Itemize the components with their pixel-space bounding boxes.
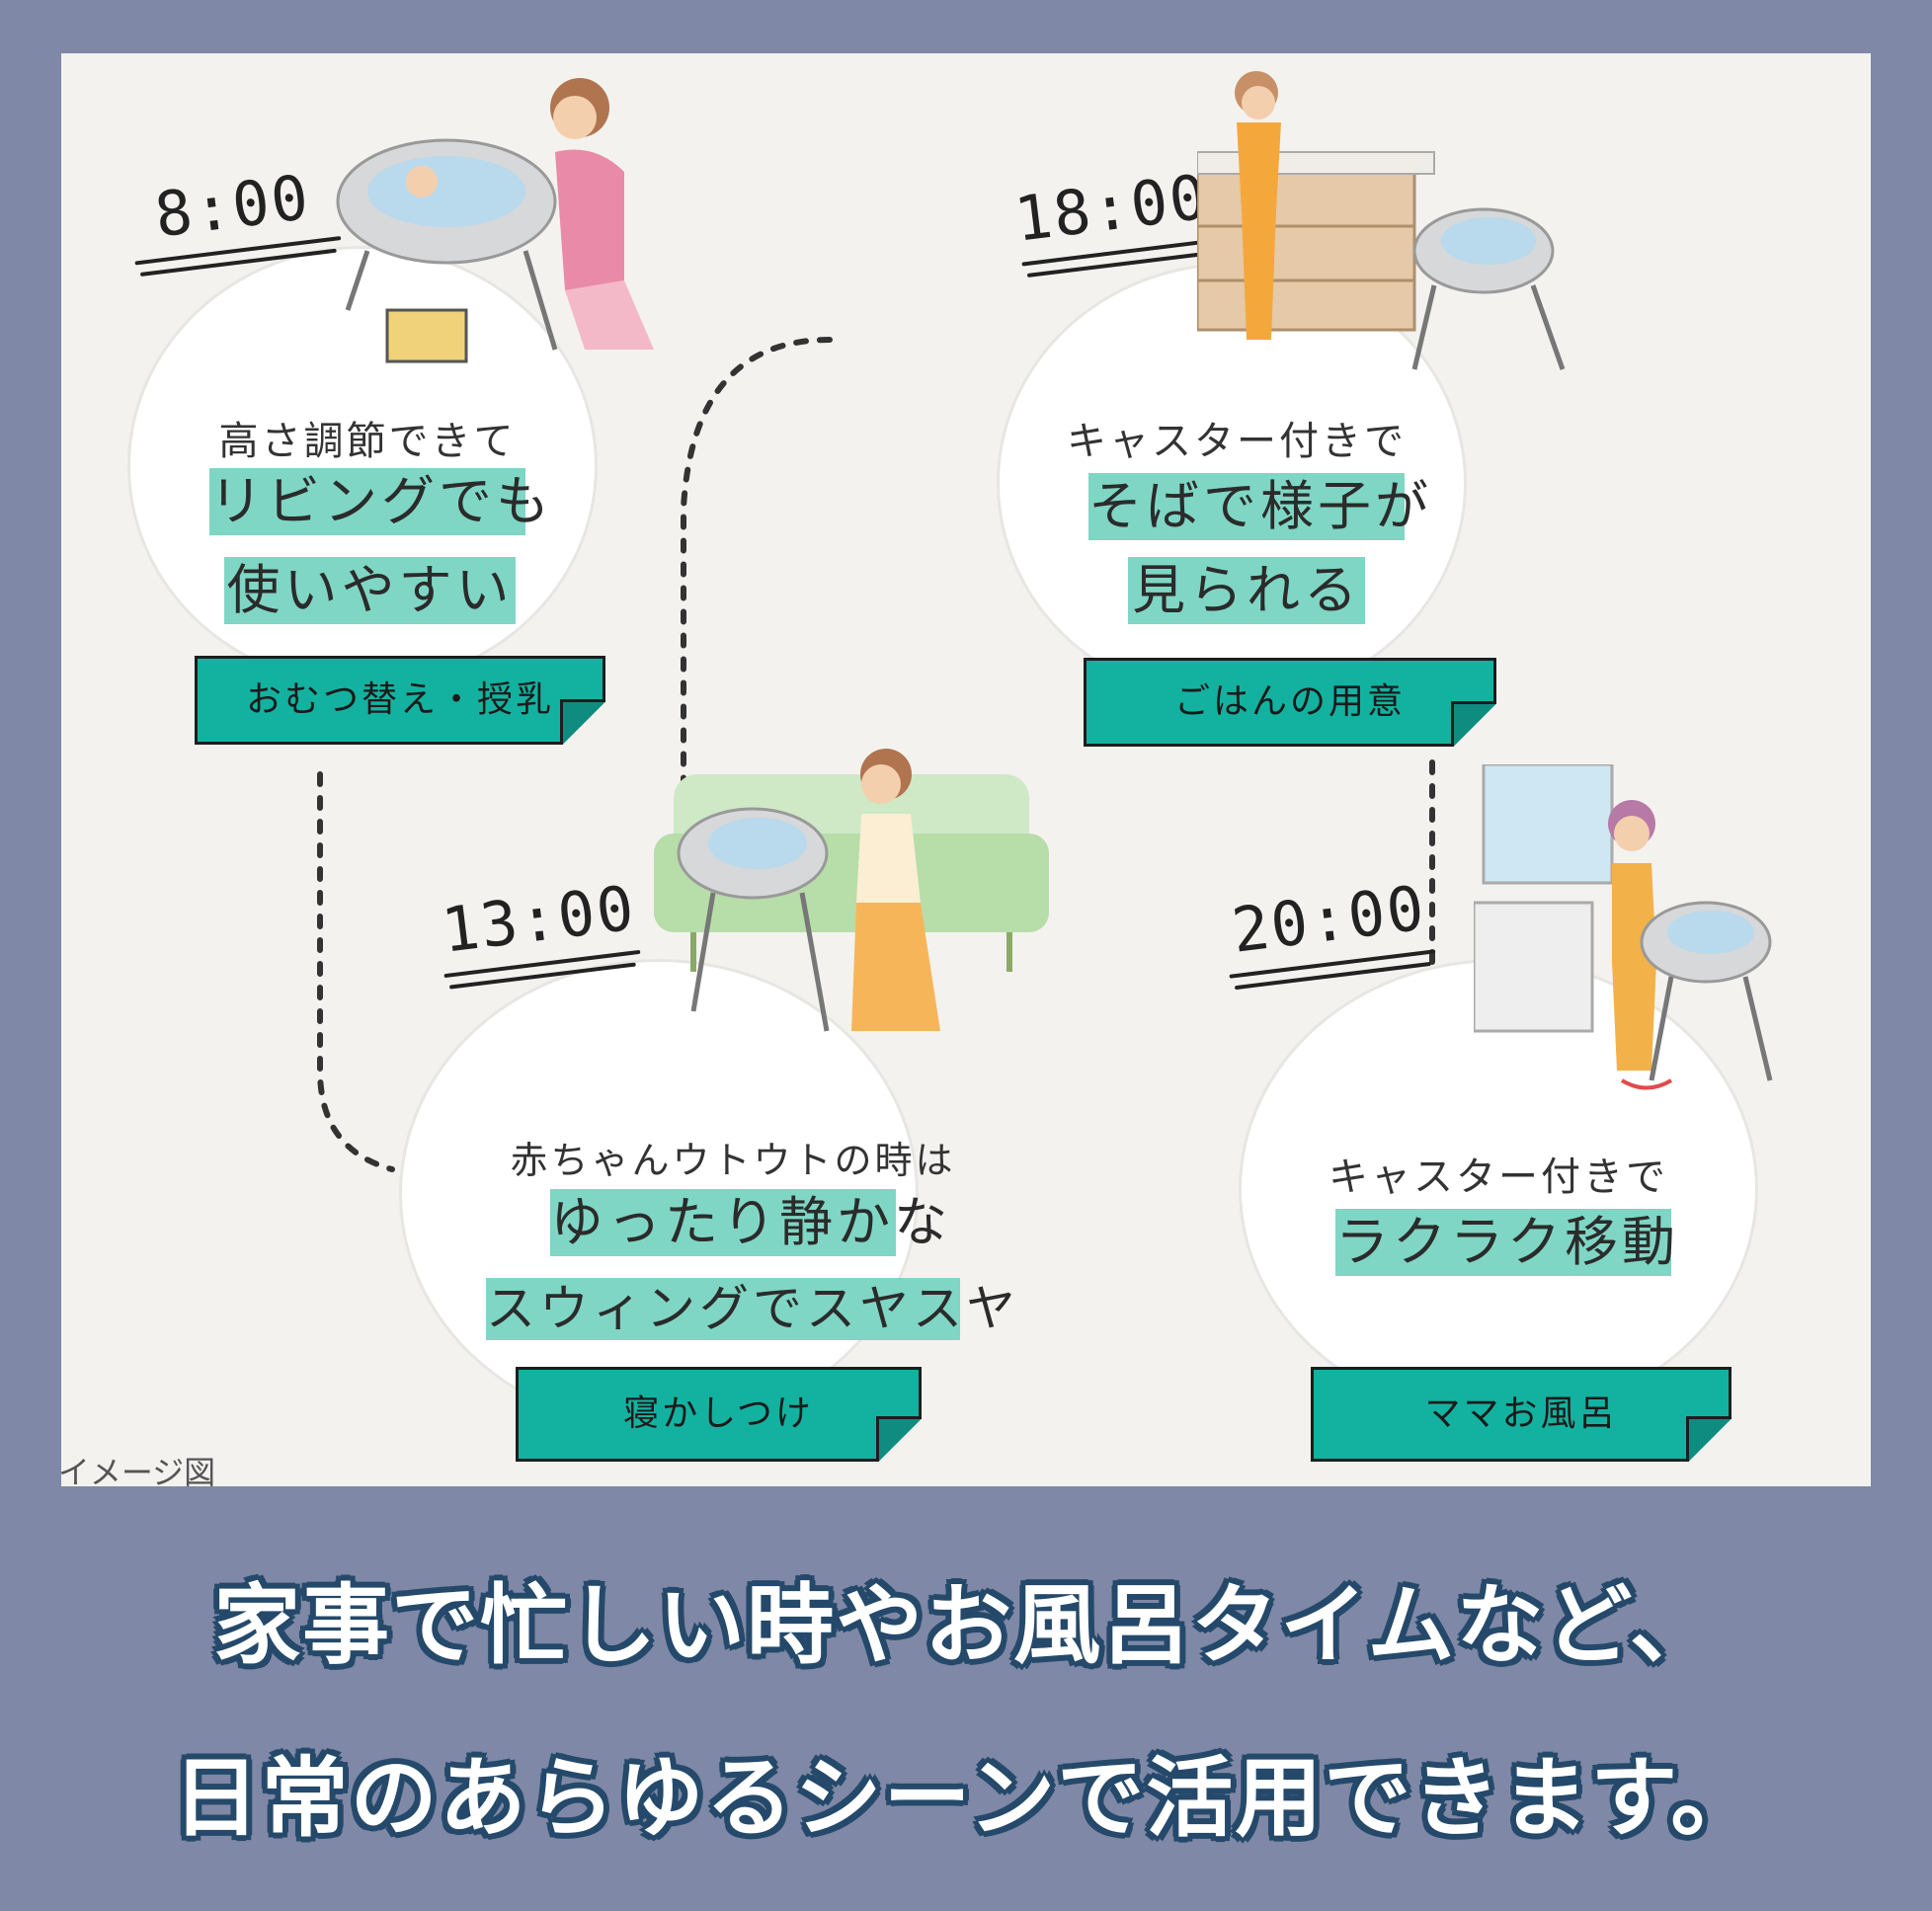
scene-2-highlight-1: そばで様子が — [1088, 473, 1428, 540]
folded-corner-icon — [876, 1416, 922, 1462]
caption-line-1: 家事で忙しい時やお風呂タイムなど、 — [213, 1574, 1719, 1676]
mother-diaper-change-illustration — [336, 78, 654, 363]
scene-1-tag-label: おむつ替え・授乳 — [245, 679, 554, 720]
mother-bathroom-illustration — [1474, 764, 1773, 1090]
scene-3-highlight-1: ゆったり静かな — [550, 1189, 947, 1256]
scene-2-lead: キャスター付きで — [1067, 419, 1407, 464]
scene-2-tag-label: ごはんの用意 — [1173, 681, 1406, 722]
scene-1-highlight-1: リビングでも — [209, 468, 549, 535]
scene-4-highlight-1: ラクラク移動 — [1335, 1209, 1675, 1276]
timeline-connectors — [317, 337, 1435, 1172]
folded-corner-icon — [560, 699, 605, 745]
scene-2-highlight-2: 見られる — [1128, 557, 1365, 624]
scene-4-tag-label: ママお風呂 — [1424, 1393, 1618, 1434]
scene-3-tag: 寝かしつけ — [516, 1367, 922, 1462]
scene-4-tag: ママお風呂 — [1311, 1367, 1731, 1462]
image-note: ※イメージ図 — [61, 1454, 216, 1486]
scene-3-tag-label: 寝かしつけ — [623, 1393, 814, 1434]
mother-cooking-illustration — [1197, 71, 1566, 370]
folded-corner-icon — [1686, 1416, 1731, 1462]
scene-3-lead: 赤ちゃんウトウトの時は — [510, 1139, 956, 1182]
folded-corner-icon — [1451, 701, 1496, 747]
scene-2-tag: ごはんの用意 — [1084, 658, 1496, 747]
scene-4-lead: キャスター付きで — [1328, 1155, 1668, 1200]
infographic-panel: 8:00 高さ調節できて リビングでも 使いやすい おむつ替え・授乳 18:00 — [61, 53, 1871, 1486]
scene-1-highlight-2: 使いやすい — [224, 557, 516, 624]
scene-4-bubble — [1242, 962, 1755, 1416]
scene-1-lead: 高さ調節できて — [218, 419, 517, 464]
scene-1-tag: おむつ替え・授乳 — [195, 656, 605, 745]
scene-3-highlight-2: スウィングでスヤスヤ — [486, 1278, 1015, 1340]
caption-line-2: 日常のあらゆるシーンで活用できます。 — [172, 1747, 1760, 1849]
mother-on-sofa-illustration — [654, 749, 1049, 1032]
